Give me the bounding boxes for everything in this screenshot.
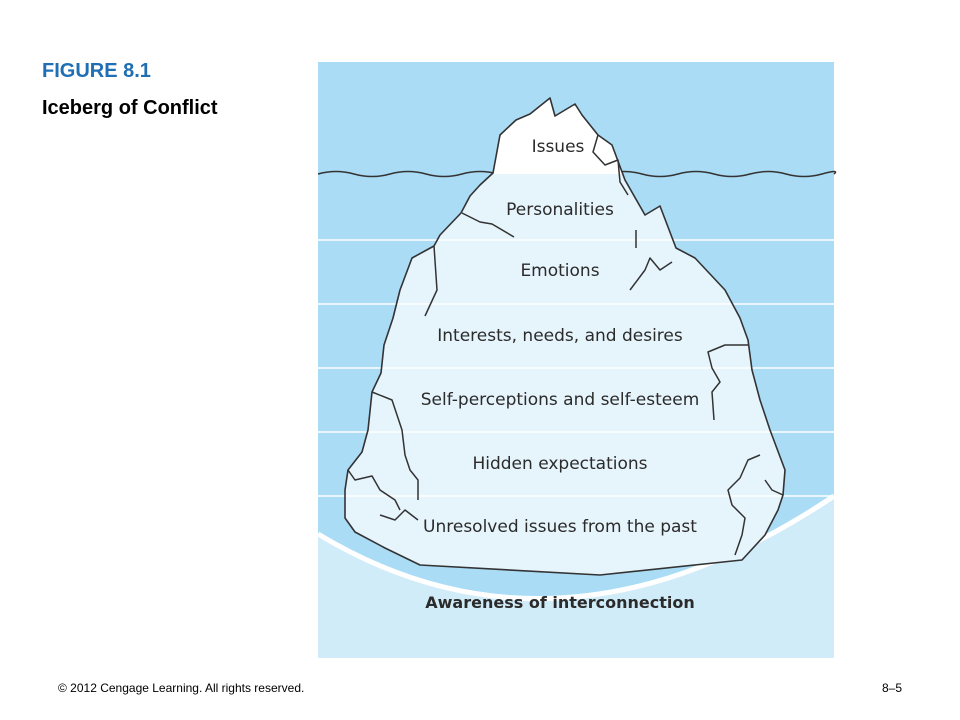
layer-label-interests: Interests, needs, and desires [437, 326, 683, 346]
iceberg-cracks [347, 134, 784, 556]
layer-label-hidden-expectations: Hidden expectations [472, 454, 647, 474]
layer-label-issues: Issues [532, 137, 585, 157]
layer-separators [318, 239, 834, 497]
crack-line [629, 257, 673, 291]
crack-line [707, 344, 748, 421]
layer-label-self-perceptions: Self-perceptions and self-esteem [421, 390, 700, 410]
figure-title: Iceberg of Conflict [42, 97, 218, 119]
footer-page-number: 8–5 [881, 681, 902, 695]
layer-label-unresolved: Unresolved issues from the past [423, 517, 697, 537]
layer-label-emotions: Emotions [520, 261, 599, 281]
foundation-label: Awareness of interconnection [425, 593, 694, 612]
crack-line [461, 212, 515, 238]
crack-line [727, 454, 761, 556]
crack-line [764, 479, 784, 496]
crack-line [424, 245, 438, 317]
figure-label: FIGURE 8.1 [42, 60, 151, 82]
footer-copyright: © 2012 Cengage Learning. All rights rese… [58, 681, 305, 695]
crack-line [592, 134, 629, 196]
crack-line [379, 509, 419, 521]
foundation-band [318, 496, 834, 658]
crack-line [347, 469, 401, 511]
crack-line [371, 391, 419, 500]
layer-label-personalities: Personalities [506, 200, 614, 220]
